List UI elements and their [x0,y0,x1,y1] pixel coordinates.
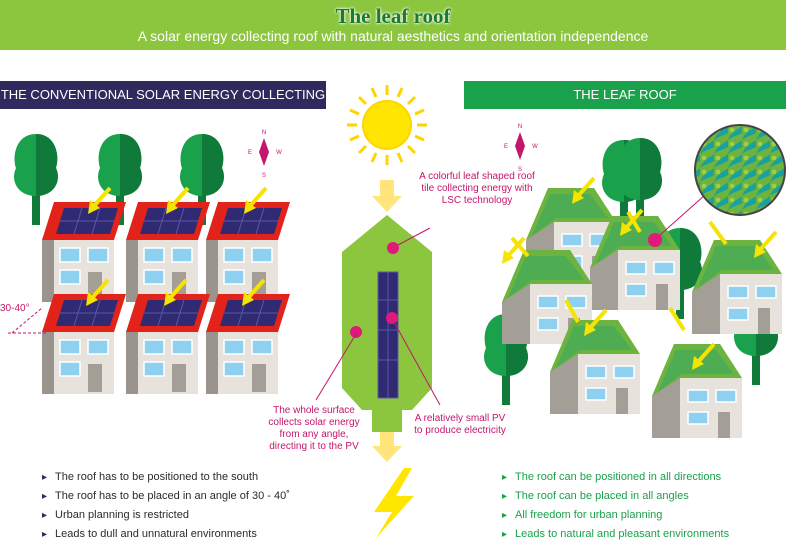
list-item: The roof can be placed in all angles [502,487,729,506]
leaf-roof-heading: THE LEAF ROOF [464,81,786,109]
list-item: The roof has to be placed in an angle of… [42,487,290,506]
list-item: Leads to dull and unnatural environments [42,525,290,544]
lightning-icon [374,468,414,538]
svg-text:W: W [532,144,538,150]
leaf-tile-diagram [315,215,441,432]
list-item: The roof can be positioned in all direct… [502,468,729,487]
svg-text:N: N [262,130,266,136]
title-banner [0,0,786,50]
angle-label: 30-40° [0,303,30,314]
page-subtitle: A solar energy collecting roof with natu… [137,28,649,44]
down-arrow-icon [372,180,402,462]
compass-icon: N S E W [504,124,538,173]
list-item: The roof has to be positioned to the sou… [42,468,290,487]
svg-text:E: E [248,150,252,156]
svg-text:S: S [262,173,266,179]
label-leaf-tile: A colorful leaf shaped roof tile collect… [419,171,535,206]
svg-text:E: E [504,144,508,150]
label-whole-surface: The whole surface collects solar energy … [268,405,360,452]
svg-text:W: W [276,150,282,156]
conventional-roof-heading: THE CONVENTIONAL SOLAR ENERGY COLLECTING… [0,81,326,130]
leaf-roof-houses [484,138,783,439]
svg-text:N: N [518,124,522,130]
sun-icon [347,85,427,165]
page-title: The leaf roof [335,4,451,28]
list-item: Leads to natural and pleasant environmen… [502,525,729,544]
conventional-roof-points: The roof has to be positioned to the sou… [42,468,290,544]
list-item: Urban planning is restricted [42,506,290,525]
label-small-pv: A relatively small PV to produce electri… [414,413,506,436]
leaf-roof-points: The roof can be positioned in all direct… [502,468,729,544]
list-item: All freedom for urban planning [502,506,729,525]
conventional-houses [8,134,291,395]
compass-icon: N S E W [248,130,282,179]
leaf-tiles-magnifier [694,124,786,216]
svg-text:S: S [518,167,522,173]
